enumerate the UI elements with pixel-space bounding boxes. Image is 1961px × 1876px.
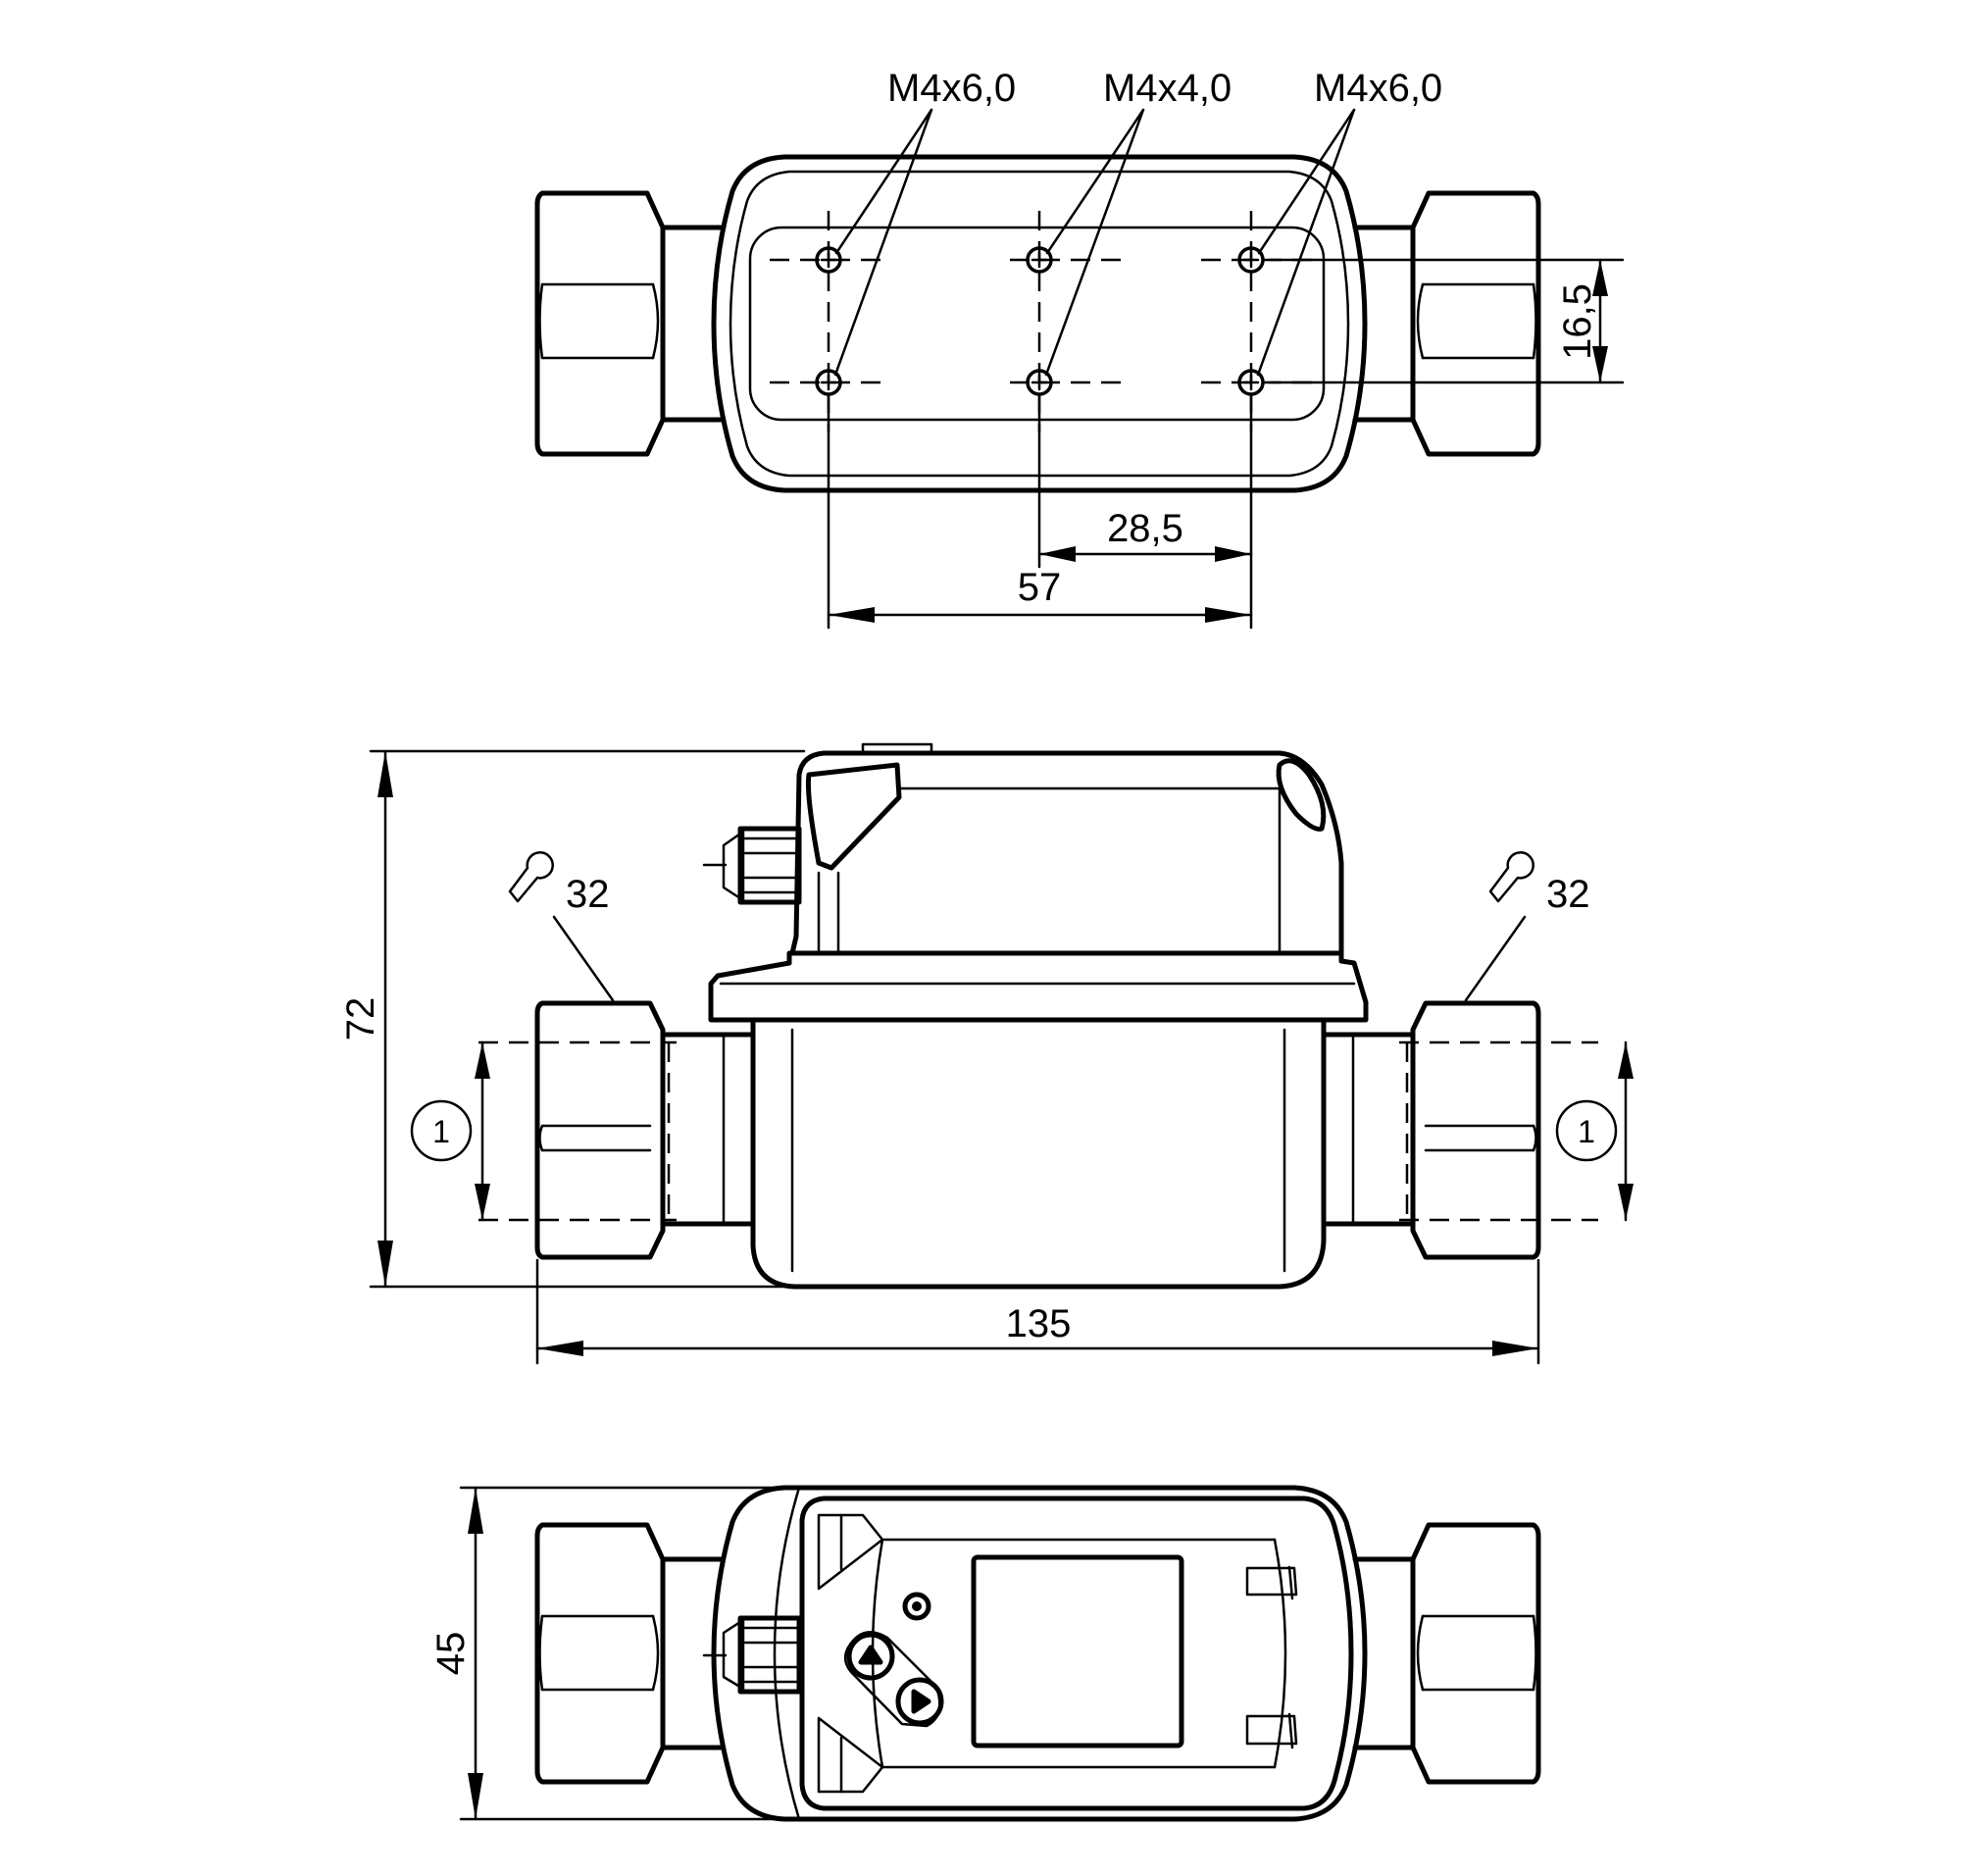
wrench-callout-left: 32 xyxy=(508,851,615,1002)
top-housing xyxy=(711,154,1368,493)
top-left-nut xyxy=(534,190,724,457)
callout-1-left: 1 xyxy=(410,1040,490,1222)
side-view: 32 32 1 1 72 xyxy=(339,742,1634,1365)
top-screw-holes xyxy=(770,211,1314,431)
wrench-icon xyxy=(1488,851,1534,903)
top-right-nut xyxy=(1352,190,1541,457)
thread-label-right: M4x6,0 xyxy=(1314,67,1442,110)
thread-label-left: M4x6,0 xyxy=(887,67,1016,110)
side-connector xyxy=(702,826,802,905)
bottom-housing xyxy=(711,1485,1368,1822)
display-window xyxy=(971,1554,1184,1749)
enter-button xyxy=(895,1677,944,1726)
dim-hole-pitch: 28,5 xyxy=(1107,507,1183,550)
callout-1-right: 1 xyxy=(1555,1040,1634,1222)
bottom-connector xyxy=(702,1615,802,1695)
bottom-display xyxy=(971,1554,1184,1749)
dimension-45: 45 xyxy=(429,1486,796,1821)
top-view: M4x6,0 M4x4,0 M4x6,0 16,5 28,5 xyxy=(534,67,1625,630)
wrench-size-right: 32 xyxy=(1546,873,1590,916)
wrench-size-left: 32 xyxy=(566,873,610,916)
dimension-72: 72 xyxy=(339,749,806,1289)
bottom-latches xyxy=(1245,1565,1298,1749)
dim-width: 45 xyxy=(429,1632,473,1676)
wrench-icon xyxy=(508,851,554,903)
bottom-left-nut xyxy=(534,1522,724,1785)
side-left-nut xyxy=(478,1000,756,1260)
dim-hole-vertical: 16,5 xyxy=(1556,283,1599,360)
side-housing xyxy=(708,742,1369,1290)
bottom-view: 45 xyxy=(429,1485,1541,1822)
callout-label-left: 1 xyxy=(432,1114,450,1149)
dim-length: 135 xyxy=(1006,1302,1072,1345)
callout-label-right: 1 xyxy=(1578,1114,1595,1149)
dimension-135: 135 xyxy=(535,1258,1540,1365)
dimension-16-5: 16,5 xyxy=(1268,258,1625,384)
thread-label-middle: M4x4,0 xyxy=(1103,67,1232,110)
thread-callouts: M4x6,0 M4x4,0 M4x6,0 xyxy=(833,67,1442,377)
led-indicator xyxy=(902,1592,931,1621)
dim-height: 72 xyxy=(339,997,382,1041)
dim-hole-span: 57 xyxy=(1018,566,1062,609)
bottom-right-nut xyxy=(1352,1522,1541,1785)
bottom-buttons xyxy=(843,1592,944,1728)
wrench-callout-right: 32 xyxy=(1464,851,1590,1002)
up-button xyxy=(846,1632,895,1681)
dimension-28-5-and-57: 28,5 57 xyxy=(827,394,1253,630)
